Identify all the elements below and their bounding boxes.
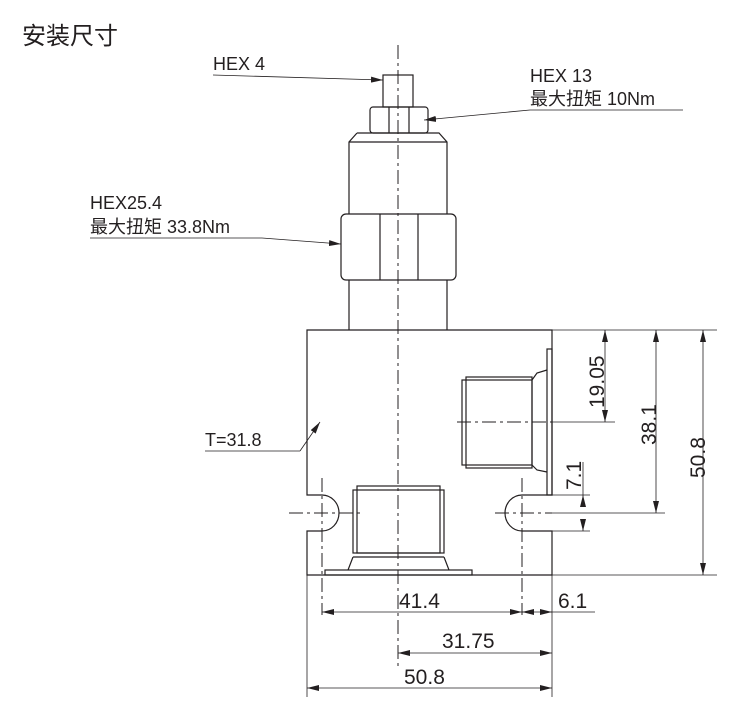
label-torque-10nm: 最大扭矩 10Nm: [530, 89, 655, 109]
dim-31-75: 31.75: [442, 630, 495, 653]
label-torque-33-8nm: 最大扭矩 33.8Nm: [90, 217, 230, 237]
dim-50-8-vertical: 50.8: [687, 437, 710, 478]
cartridge-valve: [340, 74, 457, 330]
page-title: 安装尺寸: [22, 23, 118, 50]
label-hex4: HEX 4: [213, 54, 265, 74]
dim-19-05: 19.05: [586, 355, 609, 408]
dim-41-4: 41.4: [399, 590, 440, 613]
manifold-body: [306, 329, 553, 576]
label-hex13: HEX 13: [530, 66, 592, 86]
bottom-port: [324, 485, 473, 576]
dim-6-1: 6.1: [558, 590, 587, 613]
dim-50-8-horizontal: 50.8: [404, 666, 445, 689]
dim-38-1: 38.1: [638, 404, 661, 445]
label-thickness: T=31.8: [205, 430, 262, 450]
side-port: [457, 348, 553, 496]
dim-7-1: 7.1: [563, 461, 586, 490]
label-hex25-4: HEX25.4: [90, 193, 162, 213]
